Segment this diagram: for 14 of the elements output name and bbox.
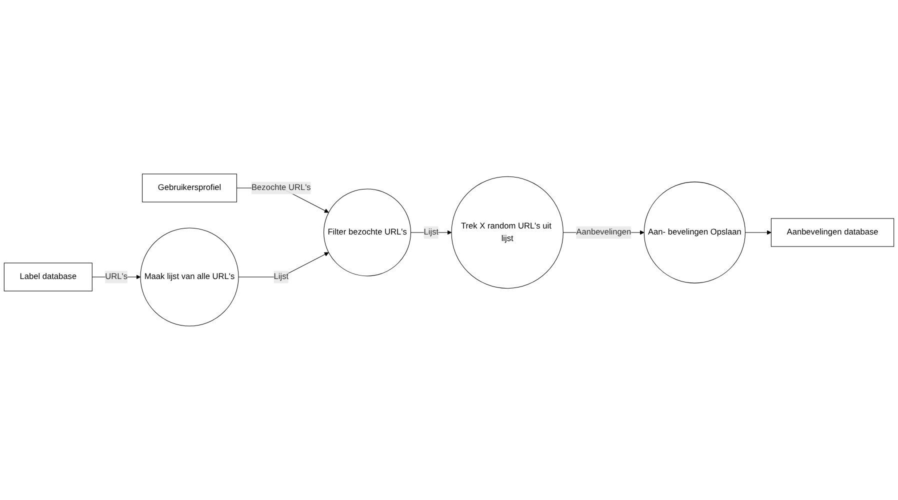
edge-label: Aanbevelingen <box>576 228 632 237</box>
edge-label: Lijst <box>274 272 289 282</box>
node-box: Gebruikersprofiel <box>142 174 237 202</box>
arrow <box>744 230 772 235</box>
node-box: Label database <box>4 262 92 292</box>
node-circle: Trek X random URL's uit lijst <box>451 176 564 289</box>
edge-label: URL's <box>105 272 128 282</box>
arrow <box>238 252 329 278</box>
node-circle: Aan- bevelingen Opslaan <box>644 182 746 284</box>
edge-label: Lijst <box>424 228 439 237</box>
node-circle: Maak lijst van alle URL's <box>140 228 239 326</box>
node-box: Aanbevelingen database <box>770 218 894 247</box>
node-circle: Filter bezochte URL's <box>324 188 412 276</box>
edge-label: Bezochte URL's <box>252 183 311 192</box>
